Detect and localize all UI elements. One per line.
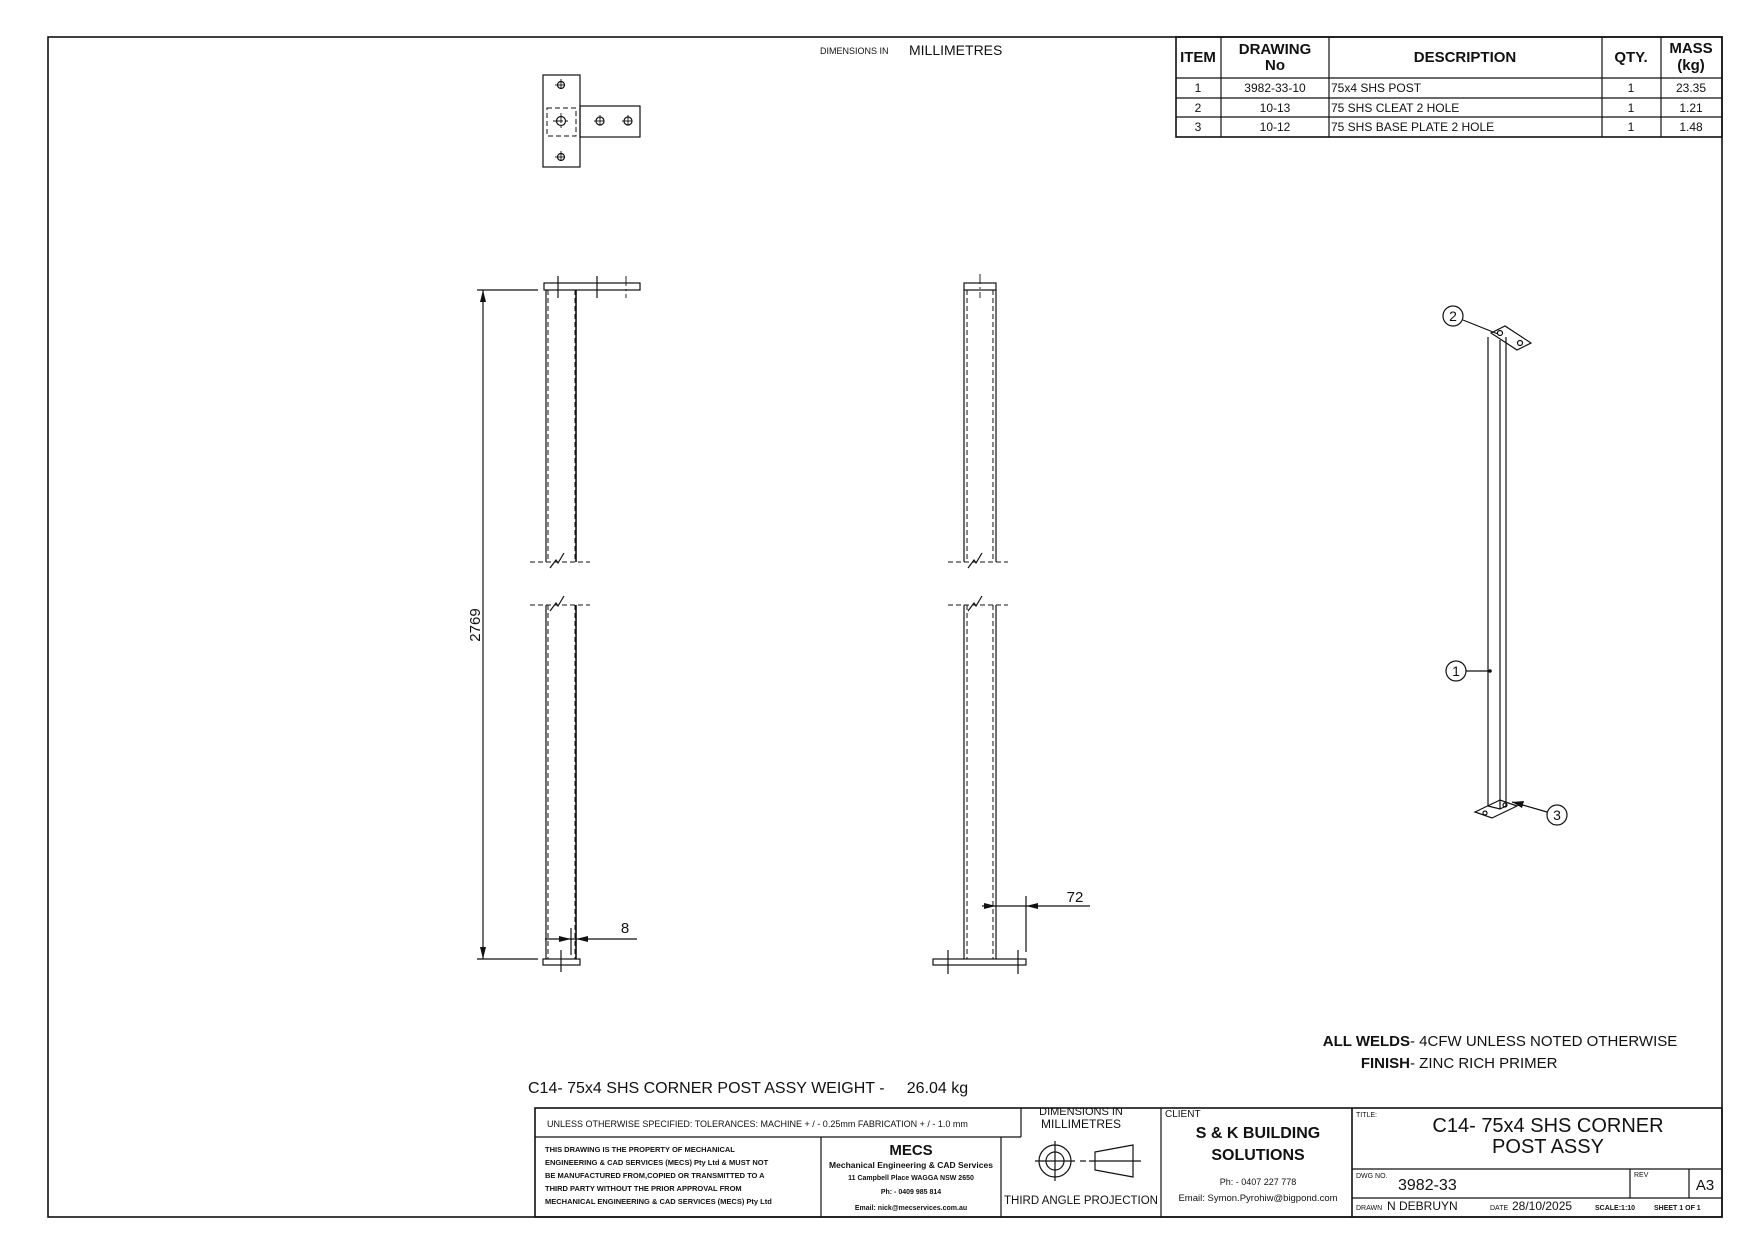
bom-item: 1: [1195, 81, 1202, 95]
dimensions-units-label: MILLIMETRES: [909, 42, 1002, 58]
dimension-offset-large: 72: [1067, 889, 1084, 906]
bom-drawing: 10-12: [1260, 120, 1291, 134]
dimensions-note: DIMENSIONS IN: [1039, 1106, 1123, 1118]
drawing-number: 3982-33: [1398, 1177, 1457, 1194]
bom-drawing: 3982-33-10: [1244, 81, 1306, 95]
company-logo: MECS: [889, 1142, 932, 1159]
bom-description: 75x4 SHS POST: [1331, 81, 1422, 95]
client-email: Email: Symon.Pyrohiw@bigpond.com: [1178, 1193, 1337, 1204]
title-block: UNLESS OTHERWISE SPECIFIED: TOLERANCES: …: [534, 1106, 1723, 1218]
balloon-label: 2: [1449, 308, 1457, 324]
plan-view: [542, 74, 641, 168]
drawing-title: C14- 75x4 SHS CORNER: [1432, 1115, 1663, 1137]
sheet-number: SHEET 1 OF 1: [1654, 1205, 1701, 1212]
title-label: TITLE:: [1356, 1112, 1377, 1119]
balloon-label: 1: [1452, 663, 1460, 679]
side-elevation: 72: [932, 274, 1090, 974]
rev-label: REV: [1634, 1172, 1649, 1179]
property-line: THIRD PARTY WITHOUT THE PRIOR APPROVAL F…: [545, 1184, 742, 1193]
finish-label: FINISH: [1361, 1055, 1410, 1072]
bom-qty: 1: [1628, 120, 1635, 134]
finish-note: - ZINC RICH PRIMER: [1410, 1055, 1558, 1072]
drawing-title-line2: POST ASSY: [1492, 1136, 1604, 1158]
bom-mass: 23.35: [1676, 81, 1706, 95]
bom-header-mass: MASS: [1669, 40, 1712, 57]
property-line: THIS DRAWING IS THE PROPERTY OF MECHANIC…: [545, 1145, 735, 1154]
balloon-base-plate: 3: [1511, 801, 1568, 826]
property-notice: THIS DRAWING IS THE PROPERTY OF MECHANIC…: [545, 1145, 772, 1206]
client-name: S & K BUILDING: [1196, 1125, 1320, 1142]
client-label: CLIENT: [1165, 1109, 1201, 1120]
client-info: CLIENT S & K BUILDING SOLUTIONS Ph: - 04…: [1165, 1109, 1338, 1204]
drawn-by: N DEBRUYN: [1387, 1199, 1458, 1213]
balloon-cleat: 2: [1442, 305, 1499, 335]
property-line: ENGINEERING & CAD SERVICES (MECS) Pty Lt…: [545, 1158, 769, 1167]
drawn-label: DRAWN: [1356, 1205, 1382, 1212]
property-line: BE MANUFACTURED FROM,COPIED OR TRANSMITT…: [545, 1171, 765, 1180]
isometric-view: 2 1 3: [1442, 305, 1568, 826]
bom-qty: 1: [1628, 101, 1635, 115]
general-notes: ALL WELDS - 4CFW UNLESS NOTED OTHERWISE …: [528, 1033, 1677, 1097]
bom-row: 3 10-12 75 SHS BASE PLATE 2 HOLE 1 1.48: [1195, 120, 1703, 134]
drawing-date: 28/10/2025: [1512, 1199, 1572, 1213]
balloon-post: 1: [1445, 660, 1492, 682]
bom-item: 3: [1195, 120, 1202, 134]
company-name: Mechanical Engineering & CAD Services: [829, 1160, 993, 1170]
bom-header-drawing-no: No: [1265, 57, 1285, 74]
dwg-no-label: DWG NO.: [1356, 1173, 1388, 1180]
bom-header-mass-unit: (kg): [1677, 57, 1705, 74]
welds-label: ALL WELDS: [1323, 1033, 1410, 1050]
property-line: MECHANICAL ENGINEERING & CAD SERVICES (M…: [545, 1197, 772, 1206]
projection-label: THIRD ANGLE PROJECTION: [1004, 1195, 1158, 1207]
bom-header-drawing: DRAWING: [1239, 41, 1312, 58]
dimension-offset-small: 8: [621, 920, 629, 937]
client-phone: Ph: - 0407 227 778: [1220, 1177, 1297, 1187]
bom-mass: 1.21: [1679, 101, 1703, 115]
sheet-size: A3: [1696, 1177, 1714, 1194]
bom-table: ITEM DRAWING No DESCRIPTION QTY. MASS (k…: [1175, 36, 1723, 138]
bom-header-qty: QTY.: [1614, 49, 1647, 66]
front-elevation: 2769 8: [467, 276, 641, 972]
dimensions-in-label: DIMENSIONS IN: [820, 46, 889, 56]
tolerances-note: UNLESS OTHERWISE SPECIFIED: TOLERANCES: …: [547, 1119, 968, 1129]
company-info: MECS Mechanical Engineering & CAD Servic…: [829, 1142, 993, 1212]
dimension-length: 2769: [467, 608, 484, 641]
drawing-scale: SCALE:1:10: [1595, 1205, 1635, 1212]
company-address: 11 Campbell Place WAGGA NSW 2650: [848, 1175, 974, 1182]
company-phone: Ph: - 0409 985 814: [881, 1189, 941, 1196]
bom-header-item: ITEM: [1180, 49, 1216, 66]
bom-description: 75 SHS BASE PLATE 2 HOLE: [1331, 120, 1494, 134]
date-label: DATE: [1490, 1205, 1508, 1212]
bom-mass: 1.48: [1679, 120, 1703, 134]
assembly-weight: C14- 75x4 SHS CORNER POST ASSY WEIGHT - …: [528, 1080, 968, 1097]
welds-note: - 4CFW UNLESS NOTED OTHERWISE: [1410, 1033, 1677, 1050]
company-email: Email: nick@mecservices.com.au: [855, 1205, 967, 1212]
bom-description: 75 SHS CLEAT 2 HOLE: [1331, 101, 1459, 115]
dimensions-units: MILLIMETRES: [1041, 1117, 1121, 1131]
bom-item: 2: [1195, 101, 1202, 115]
bom-drawing: 10-13: [1260, 101, 1291, 115]
balloon-label: 3: [1553, 807, 1561, 823]
third-angle-projection-symbol: THIRD ANGLE PROJECTION: [1004, 1141, 1158, 1207]
bom-row: 2 10-13 75 SHS CLEAT 2 HOLE 1 1.21: [1195, 101, 1703, 115]
bom-qty: 1: [1628, 81, 1635, 95]
bom-row: 1 3982-33-10 75x4 SHS POST 1 23.35: [1195, 81, 1707, 95]
client-name-line2: SOLUTIONS: [1211, 1147, 1305, 1164]
bom-header-description: DESCRIPTION: [1414, 49, 1517, 66]
